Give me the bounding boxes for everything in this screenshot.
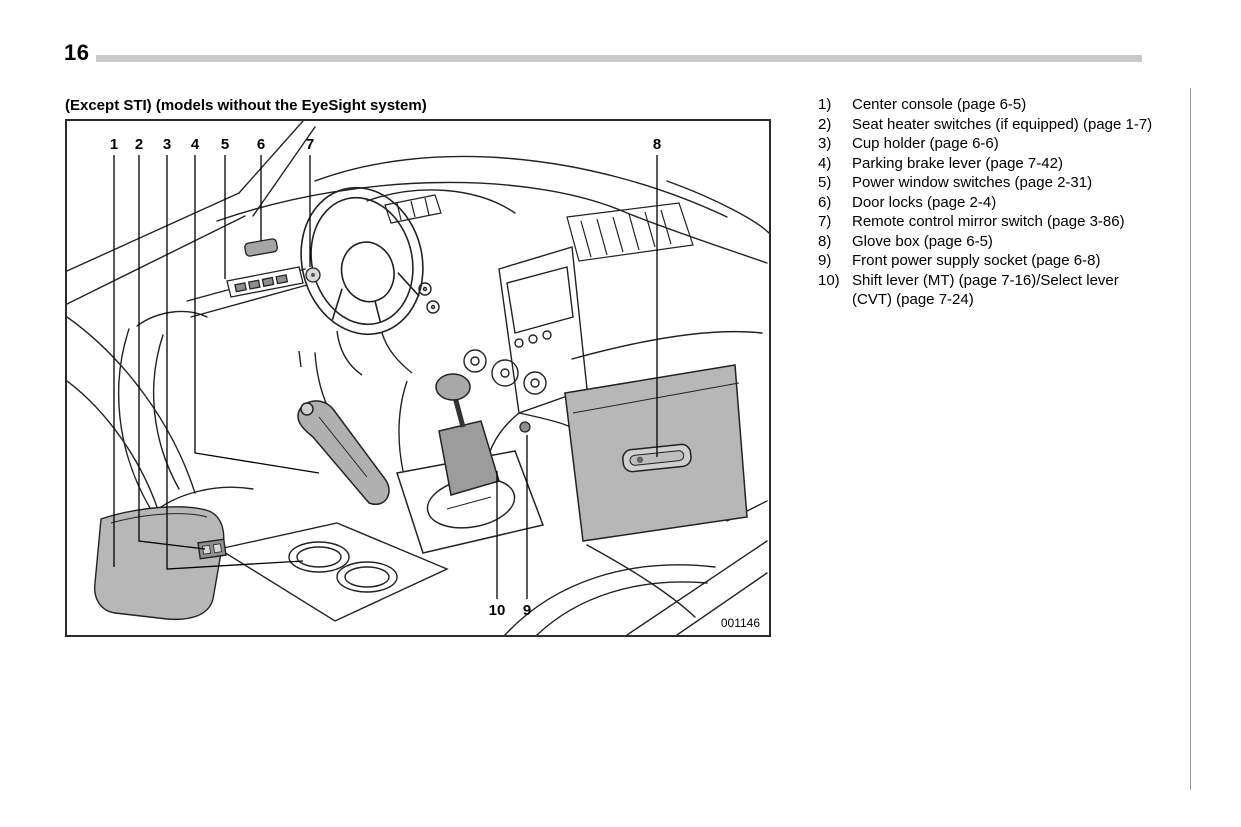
page-number: 16 [64,40,90,65]
door-lock-switch [244,238,278,257]
figure-code: 001146 [720,616,760,630]
legend-item: 5) Power window switches (page 2-31) [818,173,1158,193]
callout-7: 7 [305,136,315,153]
legend-item: 4) Parking brake lever (page 7-42) [818,154,1158,174]
callout-8: 8 [652,136,662,153]
legend-item: 7) Remote control mirror switch (page 3-… [818,212,1158,232]
legend-item-text: Seat heater switches (if equipped) (page… [852,115,1153,133]
figure-caption: (Except STI) (models without the EyeSigh… [65,97,427,114]
legend-item-text: Power window switches (page 2-31) [852,174,1093,191]
callout-1: 1 [109,136,119,153]
legend-panel: 1) Center console (page 6-5) 2) Seat hea… [818,95,1158,310]
callout-5: 5 [220,136,230,153]
center-stack [398,246,588,474]
legend-item-number: 10) [818,271,840,289]
legend-item-text: Door locks (page 2-4) [852,193,997,211]
interior-diagram [67,121,769,635]
legend-item-number: 1) [818,96,832,113]
legend-item-text: Glove box (page 6-5) [852,232,993,250]
door-controls [226,238,531,433]
legend-item-text: Center console (page 6-5) [852,96,1027,113]
legend-item-number: 6) [818,193,832,211]
legend-item-number: 5) [818,174,832,191]
legend-item: 10) Shift lever (MT) (page 7-16)/Select … [818,271,1158,310]
legend-item-text: Shift lever (MT) (page 7-16)/Select leve… [852,271,1119,309]
shift-lever [396,373,545,554]
legend-item: 1) Center console (page 6-5) [818,95,1158,115]
legend-item: 3) Cup holder (page 6-6) [818,134,1158,154]
legend-item-text: Front power supply socket (page 6-8) [852,252,1101,269]
header-rule [96,55,1142,62]
callout-9: 9 [522,602,532,619]
legend-item: 2) Seat heater switches (if equipped) (p… [818,115,1158,135]
center-console [94,506,449,622]
parking-brake-lever [297,400,390,506]
power-socket [519,421,531,433]
callout-2: 2 [134,136,144,153]
seat-heater-switches [197,538,227,560]
figure-panel: 1 2 3 4 5 6 7 8 10 9 001146 [65,119,771,637]
legend-item: 8) Glove box (page 6-5) [818,232,1158,252]
legend-item-text: Parking brake lever (page 7-42) [852,154,1063,172]
callout-lines [113,155,658,599]
steering-wheel [300,186,424,336]
callout-3: 3 [162,136,172,153]
legend-item-number: 3) [818,135,832,152]
page-separator-line [1190,88,1191,790]
legend-item-number: 7) [818,213,832,230]
legend-item-text: Remote control mirror switch (page 3-86) [852,213,1125,230]
callout-4: 4 [190,136,200,153]
legend-item: 6) Door locks (page 2-4) [818,193,1158,213]
legend-item-number: 4) [818,154,832,172]
steering-column [298,282,440,376]
legend-item-number: 2) [818,115,832,133]
legend-item-text: Cup holder (page 6-6) [852,135,999,152]
callout-10: 10 [488,602,506,619]
legend-item-number: 8) [818,232,832,250]
dash-vents [384,194,694,262]
legend-item-number: 9) [818,252,832,269]
legend-item: 9) Front power supply socket (page 6-8) [818,251,1158,271]
glove-box [564,364,748,542]
callout-6: 6 [256,136,266,153]
